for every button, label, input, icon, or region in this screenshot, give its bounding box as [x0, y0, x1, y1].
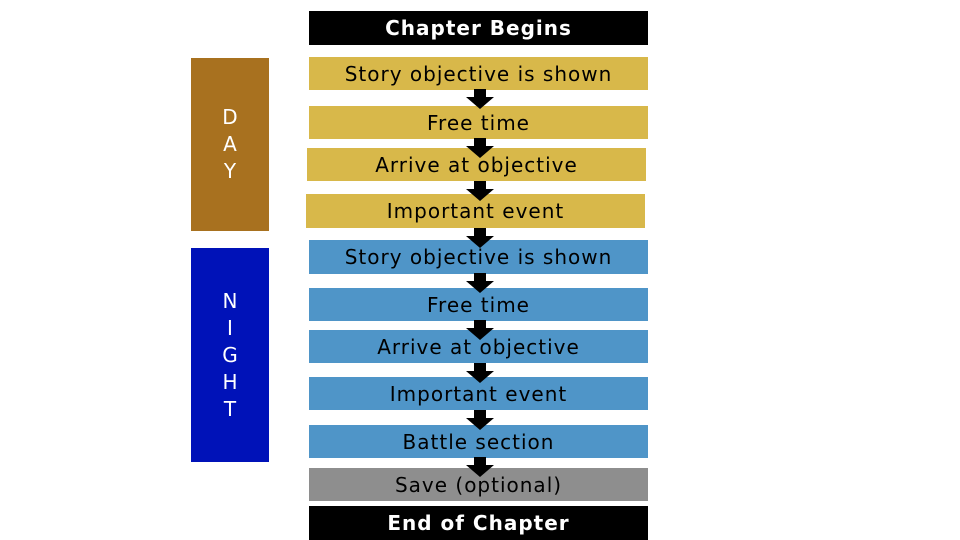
step-end-of-chapter: End of Chapter [309, 506, 648, 540]
down-arrow-icon [466, 457, 494, 477]
down-arrow-icon [466, 138, 494, 158]
step-night-important-event: Important event [309, 377, 648, 410]
step-label: Arrive at objective [375, 152, 578, 177]
step-label: Chapter Begins [385, 16, 572, 40]
down-arrow-icon [466, 228, 494, 248]
step-label: Battle section [402, 429, 555, 454]
phase-letter: H [222, 369, 238, 394]
step-night-free-time: Free time [309, 288, 648, 321]
step-label: Important event [386, 199, 565, 223]
step-day-important-event: Important event [306, 194, 645, 228]
step-label: Free time [427, 292, 530, 317]
down-arrow-icon [466, 89, 494, 109]
down-arrow-icon [466, 410, 494, 430]
step-battle-section: Battle section [309, 425, 648, 458]
step-label: Story objective is shown [344, 245, 613, 269]
phase-letter: I [227, 315, 233, 340]
down-arrow-icon [466, 273, 494, 293]
step-label: Story objective is shown [344, 61, 613, 86]
phase-letter: Y [223, 159, 237, 183]
phase-letter: N [222, 288, 238, 313]
step-chapter-begins: Chapter Begins [309, 11, 648, 45]
phase-letter: G [222, 342, 238, 367]
step-day-free-time: Free time [309, 106, 648, 139]
phase-letter: A [223, 132, 237, 156]
step-label: Arrive at objective [377, 334, 580, 359]
step-label: Free time [427, 110, 530, 135]
phase-letter: D [222, 105, 238, 129]
step-label: End of Chapter [387, 511, 570, 535]
step-label: Important event [389, 381, 568, 406]
phase-letter: T [223, 396, 237, 421]
down-arrow-icon [466, 181, 494, 201]
down-arrow-icon [466, 363, 494, 383]
step-day-story-objective: Story objective is shown [309, 57, 648, 90]
down-arrow-icon [466, 320, 494, 340]
step-label: Save (optional) [394, 472, 563, 497]
